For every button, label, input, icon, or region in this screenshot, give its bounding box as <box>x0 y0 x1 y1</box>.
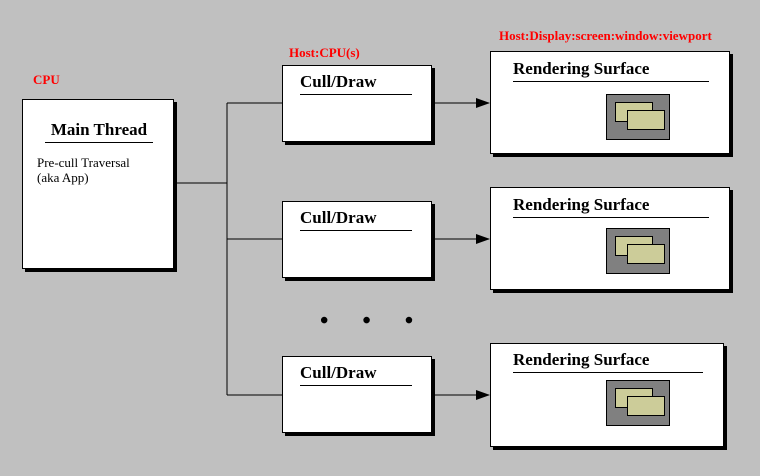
rendering-surface-box-2: Rendering Surface <box>490 187 730 290</box>
main-thread-title: Main Thread <box>45 120 153 143</box>
host-display-label: Host:Display:screen:window:viewport <box>499 28 712 43</box>
main-thread-body-line1: Pre-cull Traversal <box>37 155 130 170</box>
main-thread-body-line2: (aka App) <box>37 170 89 185</box>
screen-icon <box>606 228 670 274</box>
rendering-surface-box-3: Rendering Surface <box>490 343 724 447</box>
cull-draw-box-3: Cull/Draw <box>282 356 432 433</box>
cull-draw-title-3: Cull/Draw <box>300 363 412 386</box>
screen-icon <box>606 94 670 140</box>
rendering-surface-title-1: Rendering Surface <box>513 59 709 82</box>
ellipsis-dots: • • • <box>320 308 428 334</box>
main-thread-box: Main Thread Pre-cull Traversal (aka App) <box>22 99 174 269</box>
main-thread-description: Pre-cull Traversal (aka App) <box>37 155 130 185</box>
rendering-surface-box-1: Rendering Surface <box>490 51 730 154</box>
window-icon <box>627 396 665 416</box>
window-icon <box>627 110 665 130</box>
window-icon <box>627 244 665 264</box>
cpu-label: CPU <box>33 72 60 87</box>
screen-icon <box>606 380 670 426</box>
rendering-surface-title-3: Rendering Surface <box>513 350 703 373</box>
cull-draw-box-2: Cull/Draw <box>282 201 432 278</box>
cull-draw-title-2: Cull/Draw <box>300 208 412 231</box>
cull-draw-title-1: Cull/Draw <box>300 72 412 95</box>
rendering-surface-title-2: Rendering Surface <box>513 195 709 218</box>
cull-draw-box-1: Cull/Draw <box>282 65 432 142</box>
host-cpus-label: Host:CPU(s) <box>289 45 360 60</box>
